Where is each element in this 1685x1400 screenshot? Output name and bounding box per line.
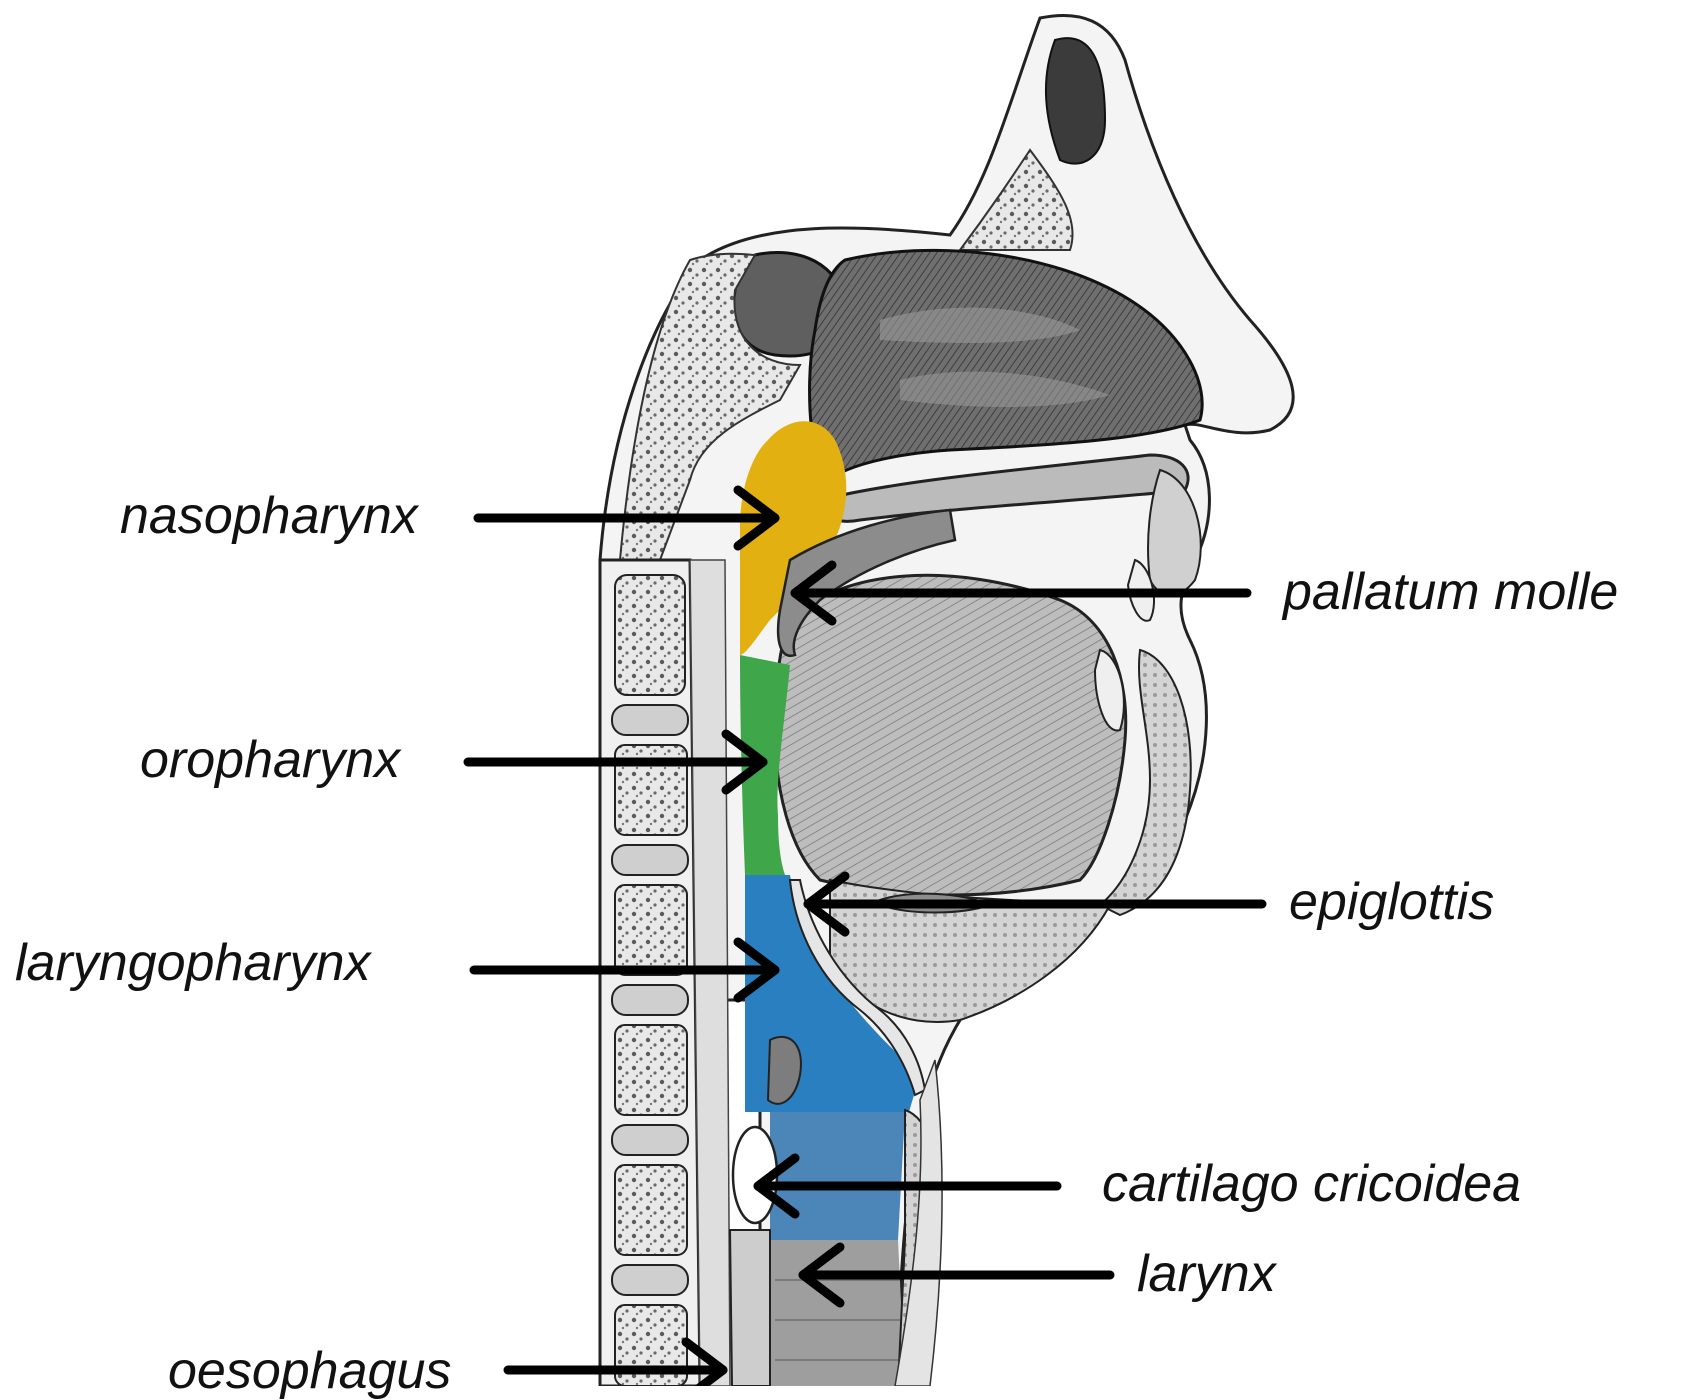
oesophagus-shape — [730, 1230, 770, 1386]
label-oropharynx: oropharynx — [140, 734, 400, 786]
label-nasopharynx: nasopharynx — [120, 490, 418, 542]
label-laryngopharynx: laryngopharynx — [15, 937, 371, 989]
label-pallatum-molle: pallatum molle — [1283, 566, 1618, 618]
larynx-gray-region — [770, 1240, 905, 1386]
label-larynx: larynx — [1137, 1248, 1276, 1300]
label-cartilago-cricoidea: cartilago cricoidea — [1102, 1158, 1521, 1210]
label-epiglottis: epiglottis — [1289, 876, 1494, 928]
label-oesophagus: oesophagus — [168, 1345, 451, 1397]
larynx-upper-region — [770, 1112, 905, 1240]
